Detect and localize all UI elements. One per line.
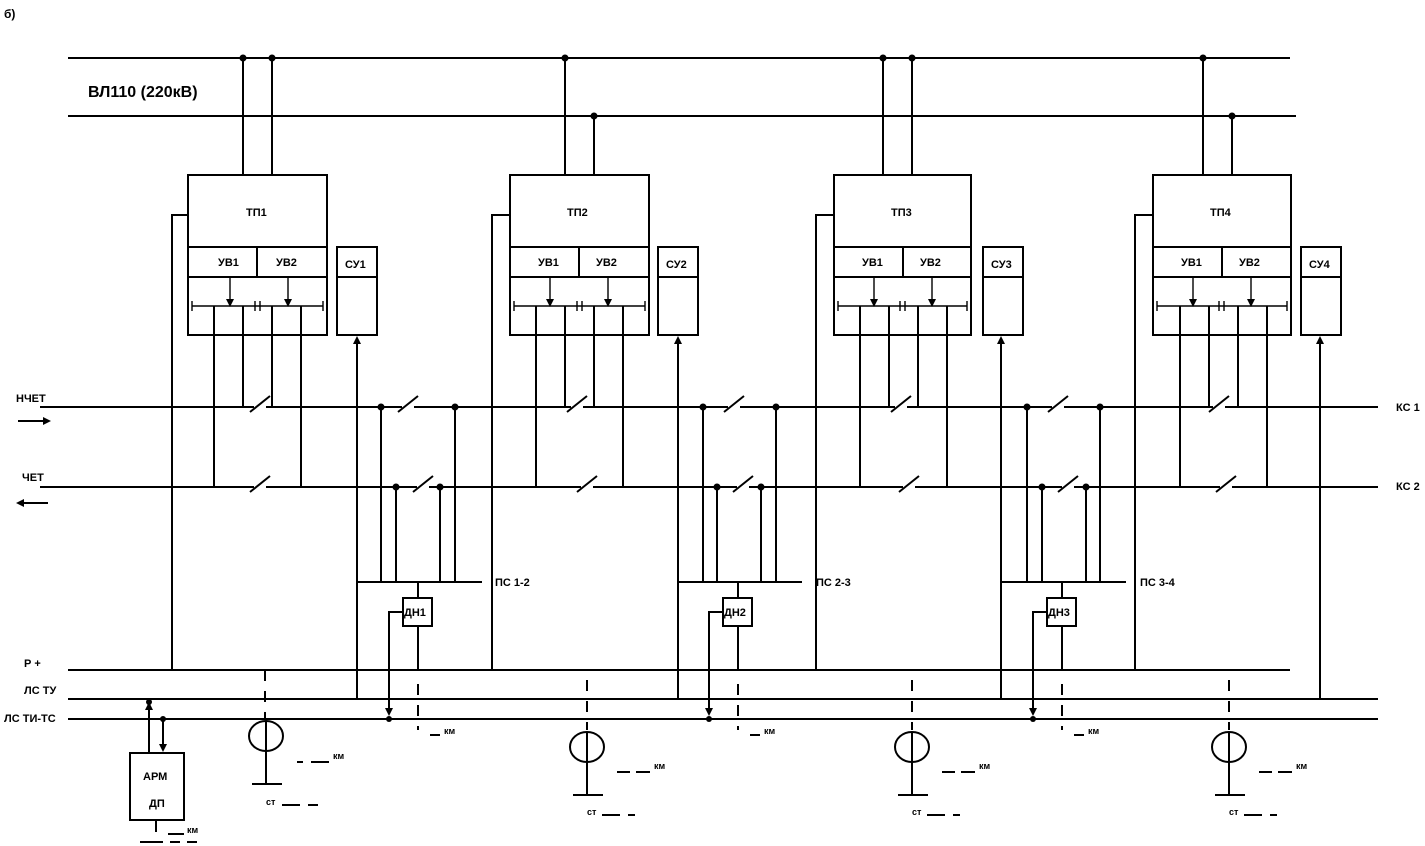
tp4-uv1-label: УВ1 (1181, 257, 1202, 269)
even-track-label: ЧЕТ (22, 472, 44, 484)
tp4-label: ТП4 (1210, 207, 1232, 219)
tp3-uv1-label: УВ1 (862, 257, 883, 269)
traction-substation-3: ТП3 УВ1 УВ2 СУ3 (815, 54, 1024, 699)
power-bus-label: Р + (24, 658, 41, 670)
station-unit-1: км ст (248, 670, 345, 807)
tp2-label: ТП2 (567, 207, 588, 219)
su2-label: СУ2 (666, 259, 687, 271)
st-label: ст (266, 797, 276, 807)
line-label: ВЛ110 (220кВ) (88, 84, 198, 101)
dispatcher-workstation: АРМ ДП км (129, 699, 199, 843)
st-label: ст (587, 807, 597, 817)
traction-substation-1: ТП1 УВ1 УВ2 СУ1 (171, 54, 378, 699)
station-unit-4: км ст (1211, 680, 1308, 817)
sectioning-post-2-3: ПС 2-3 ДН2 (678, 403, 851, 722)
km-label: км (333, 751, 345, 761)
tp2-uv1-label: УВ1 (538, 257, 559, 269)
km-label: км (1296, 761, 1308, 771)
km-label: км (654, 761, 666, 771)
km-label: км (187, 825, 199, 835)
tp2-uv2-label: УВ2 (596, 257, 617, 269)
ks1-label: КС 1 (1396, 402, 1420, 414)
tp3-uv2-label: УВ2 (920, 257, 941, 269)
ps12-label: ПС 1-2 (495, 577, 530, 589)
su3-label: СУ3 (991, 259, 1012, 271)
dp-label: ДП (149, 798, 165, 810)
dn1-label: ДН1 (404, 607, 426, 619)
station-unit-3: км ст (894, 680, 991, 817)
su1-label: СУ1 (345, 259, 366, 271)
traction-substation-4: ТП4 УВ1 УВ2 СУ4 (1134, 54, 1342, 699)
tp4-uv2-label: УВ2 (1239, 257, 1260, 269)
arm-label: АРМ (143, 771, 167, 783)
ls-ti-ts-label: ЛС ТИ-ТС (4, 713, 56, 725)
ps23-label: ПС 2-3 (816, 577, 851, 589)
ls-tu-label: ЛС ТУ (24, 685, 56, 697)
tp1-uv2-label: УВ2 (276, 257, 297, 269)
st-label: ст (912, 807, 922, 817)
km-label: км (444, 726, 456, 736)
km-taps-posts: км км км (417, 684, 1100, 736)
dn3-label: ДН3 (1048, 607, 1070, 619)
km-label: км (764, 726, 776, 736)
st-label: ст (1229, 807, 1239, 817)
km-label: км (979, 761, 991, 771)
sectioning-post-1-2: ПС 1-2 ДН1 (357, 403, 530, 722)
tp1-label: ТП1 (246, 207, 267, 219)
km-label: км (1088, 726, 1100, 736)
odd-track-label: НЧЕТ (16, 393, 46, 405)
section-insulators (249, 395, 1237, 493)
tp1-uv1-label: УВ1 (218, 257, 239, 269)
dn2-label: ДН2 (724, 607, 746, 619)
ks2-label: КС 2 (1396, 481, 1420, 493)
traction-substation-2: ТП2 УВ1 УВ2 СУ2 (491, 54, 699, 699)
station-unit-2: км ст (569, 680, 666, 817)
su4-label: СУ4 (1309, 259, 1331, 271)
tp3-label: ТП3 (891, 207, 912, 219)
sectioning-post-3-4: ПС 3-4 ДН3 (1001, 403, 1176, 722)
ps34-label: ПС 3-4 (1140, 577, 1176, 589)
figure-label: б) (4, 7, 15, 21)
